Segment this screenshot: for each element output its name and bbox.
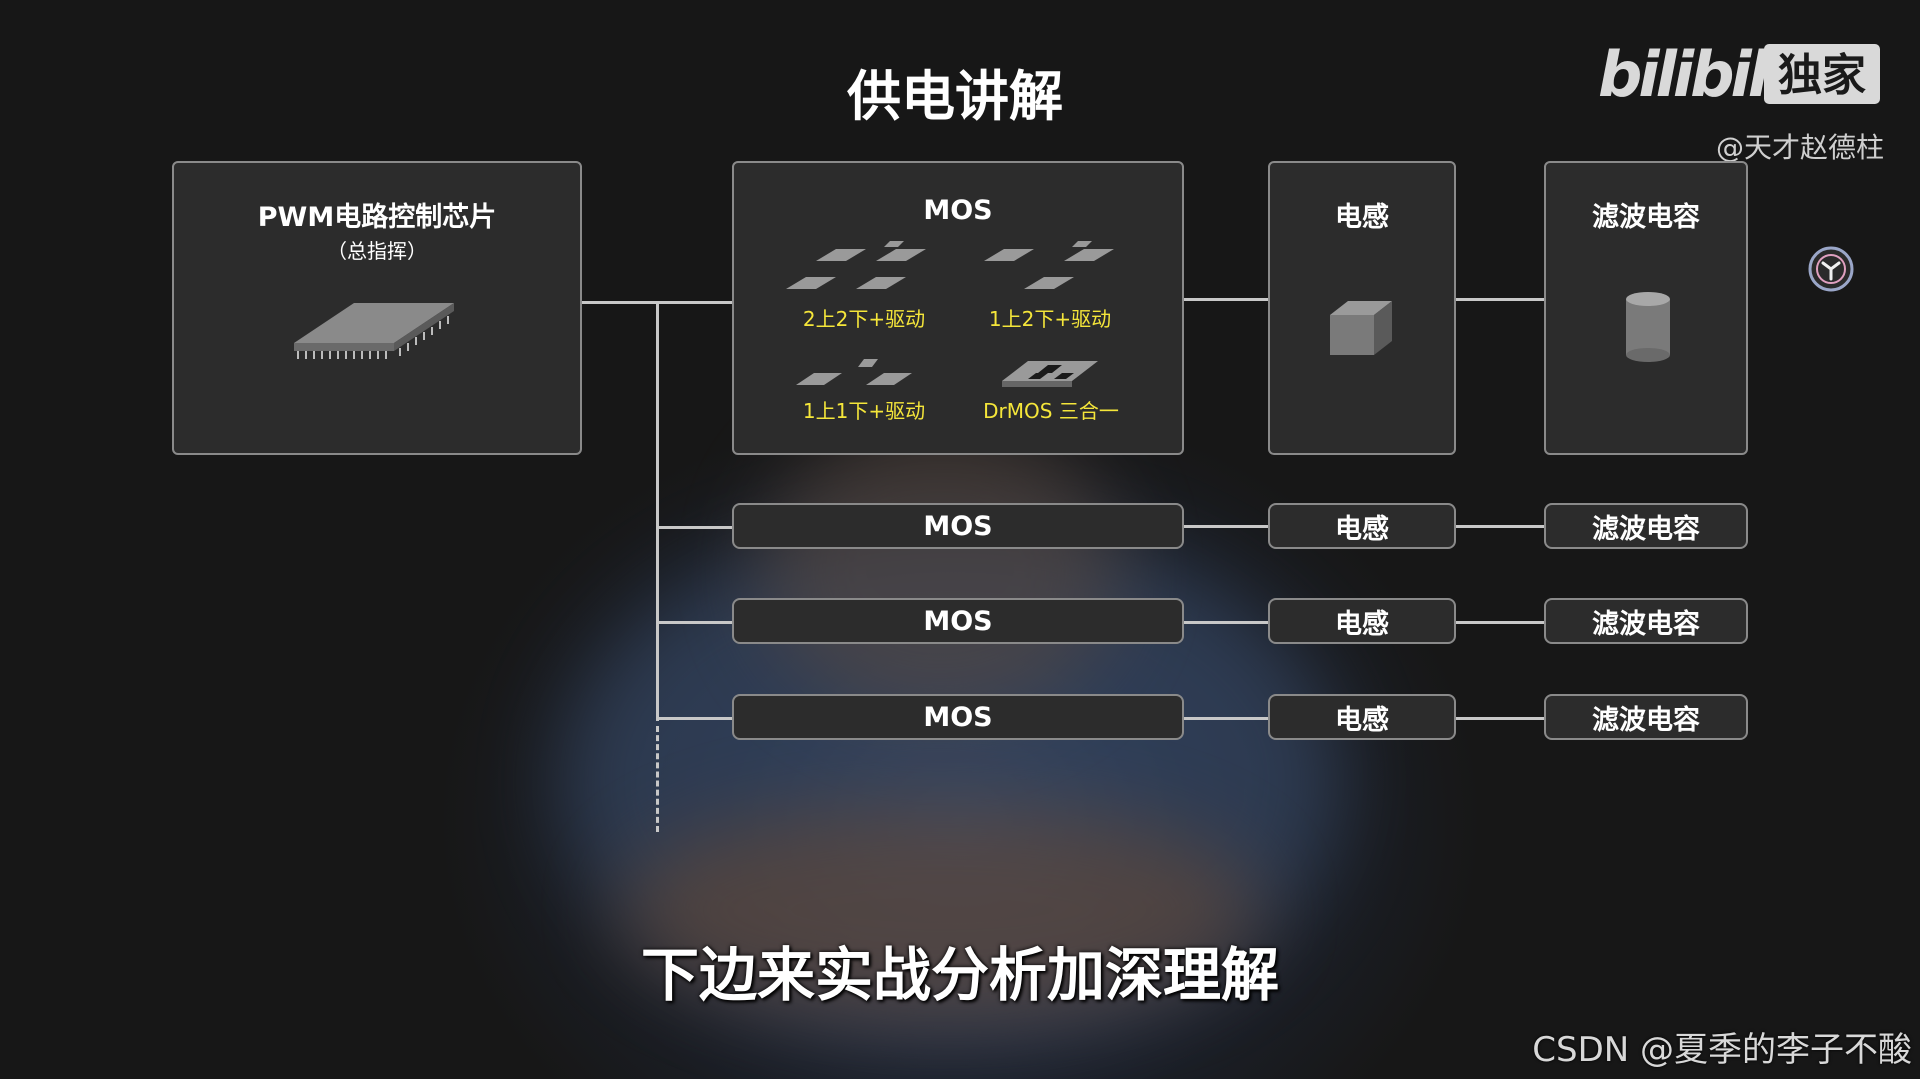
phase-mos-bar: MOS [732,503,1184,549]
connector-line [656,621,734,624]
page-title: 供电讲解 [847,65,1063,128]
background-blur [760,420,1120,720]
mos-option-label: DrMOS 三合一 [983,399,1119,423]
connector-line [656,301,659,721]
phase-inductor-bar: 电感 [1268,503,1456,549]
bilibili-logo-icon: bilibili 独家 [1598,38,1880,111]
connector-line [1454,298,1546,301]
inductor-title: 电感 [1335,202,1389,233]
background-blur [620,800,1260,1020]
inductor-box: 电感 [1268,161,1456,455]
mosfet-chips-icon [984,241,1114,289]
connector-line [1182,298,1270,301]
capacitor-title: 滤波电容 [1592,202,1700,233]
connector-line-dashed [656,726,659,832]
mosfet-chips-icon [786,241,926,289]
capacitor-cylinder-icon [1626,292,1670,362]
connector-line [1182,717,1270,720]
connector-line [1182,621,1270,624]
pwm-controller-box: PWM电路控制芯片 （总指挥） [172,161,582,455]
connector-line [1454,717,1546,720]
mosfet-chips-icon [796,359,912,385]
phase-inductor-bar: 电感 [1268,598,1456,644]
phase-mos-bar: MOS [732,598,1184,644]
video-subtitle: 下边来实战分析加深理解 [640,941,1279,1009]
pwm-title: PWM电路控制芯片 [257,202,497,233]
uploader-name: @天才赵德柱 [1715,131,1884,164]
pwm-subtitle: （总指挥） [327,239,427,263]
csdn-watermark: CSDN @夏季的李子不酸 [1532,1030,1912,1070]
connector-line [656,526,734,529]
inductor-cube-icon [1330,301,1392,355]
connector-line [1454,525,1546,528]
phase-capacitor-bar: 滤波电容 [1544,503,1748,549]
phase-mos-bar: MOS [732,694,1184,740]
capacitor-box: 滤波电容 [1544,161,1748,455]
mos-title: MOS [923,195,993,226]
connector-line [1454,621,1546,624]
phase-capacitor-bar: 滤波电容 [1544,598,1748,644]
mos-option-label: 2上2下+驱动 [802,307,926,331]
logo-text: bilibili [1598,38,1787,108]
phase-capacitor-bar: 滤波电容 [1544,694,1748,740]
mos-option-label: 1上1下+驱动 [802,399,926,423]
circular-side-icon[interactable] [1808,246,1854,292]
mos-option-label: 1上2下+驱动 [988,307,1112,331]
connector-line [656,717,734,720]
exclusive-badge: 独家 [1778,50,1866,101]
bilibili-logo: bilibili 独家 [1598,38,1882,112]
mos-detail-box: MOS 2上2下+驱动 1上2下+驱动 [732,161,1184,455]
phase-inductor-bar: 电感 [1268,694,1456,740]
connector-line [1182,525,1270,528]
drmos-chip-icon [1002,361,1098,387]
chip-icon [294,303,454,359]
